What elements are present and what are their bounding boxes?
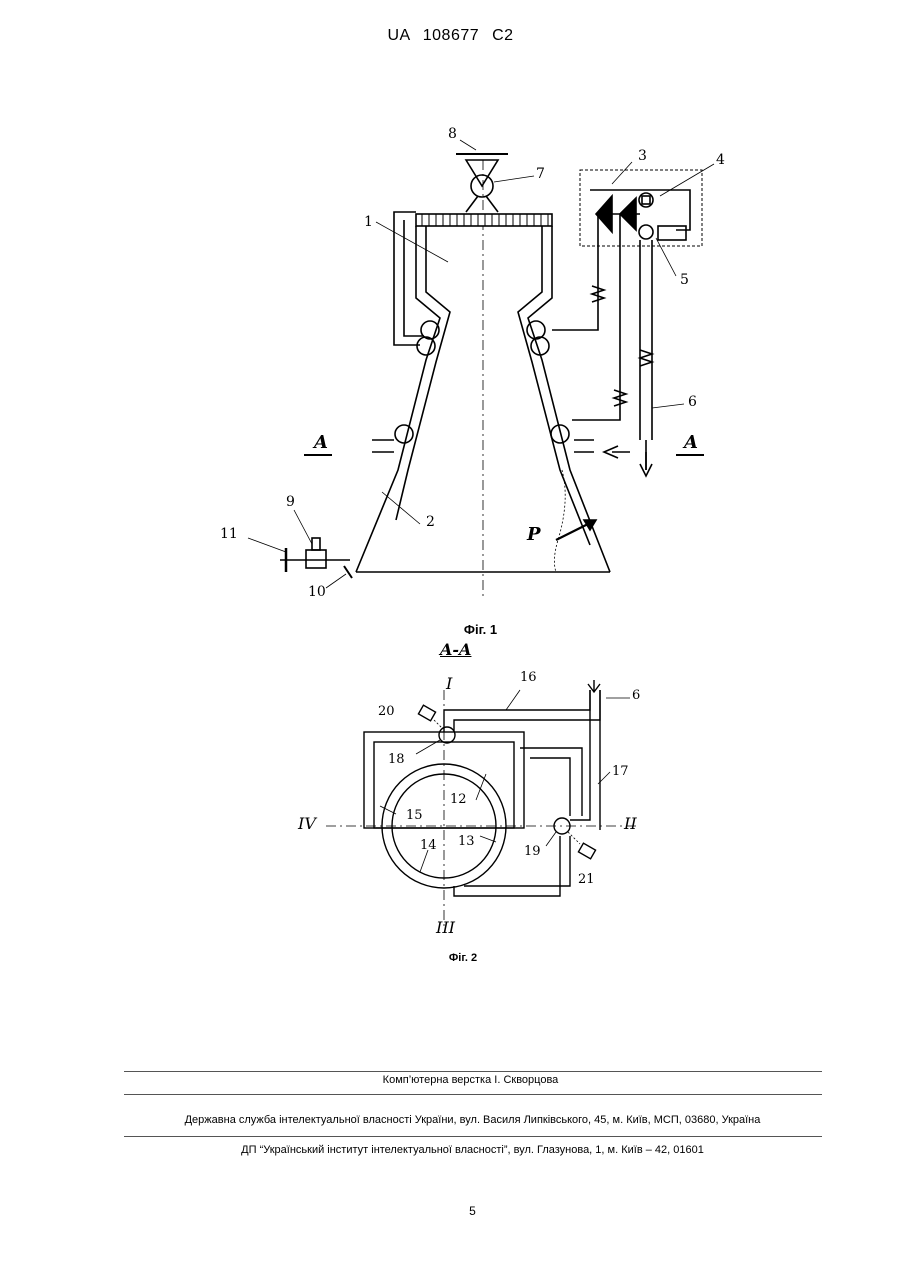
fig1-label-6: 6 bbox=[688, 394, 697, 410]
fig1-label-11: 11 bbox=[220, 526, 238, 542]
roman-III: III bbox=[436, 918, 455, 937]
roman-II: II bbox=[624, 814, 637, 833]
force-label: P bbox=[527, 524, 541, 545]
fig1-label-1: 1 bbox=[364, 214, 373, 230]
section-mark-left: A bbox=[314, 432, 328, 453]
fig1-label-9: 9 bbox=[286, 494, 295, 510]
footer-agency: Державна служба інтелектуальної власност… bbox=[22, 1114, 901, 1126]
fig1-label-2: 2 bbox=[426, 514, 435, 530]
fig1-label-8: 8 bbox=[448, 126, 457, 142]
roman-IV: IV bbox=[298, 814, 316, 833]
fig2-label-20: 20 bbox=[378, 704, 395, 719]
figure-2-caption: Фіг. 2 bbox=[0, 952, 901, 964]
section-mark-right: A bbox=[684, 432, 698, 453]
section-aa-title: A-A bbox=[440, 640, 471, 659]
fig1-label-7: 7 bbox=[536, 166, 545, 182]
fig2-label-16: 16 bbox=[520, 670, 537, 685]
fig1-label-3: 3 bbox=[638, 148, 647, 164]
fig2-label-6: 6 bbox=[632, 688, 640, 703]
fig1-label-5: 5 bbox=[680, 272, 689, 288]
roman-I: I bbox=[446, 674, 452, 693]
fig2-label-21: 21 bbox=[578, 872, 595, 887]
figure-1-caption: Фіг. 1 bbox=[0, 622, 901, 637]
fig2-label-12: 12 bbox=[450, 792, 467, 807]
footer-rule-1 bbox=[124, 1071, 822, 1072]
footer-rule-2 bbox=[124, 1094, 822, 1095]
footer-composer: Комп’ютерна верстка І. Скворцова bbox=[20, 1074, 901, 1086]
fig2-label-19: 19 bbox=[524, 844, 541, 859]
page-number: 5 bbox=[0, 1204, 901, 1218]
figure-1-drawing bbox=[0, 0, 901, 640]
fig2-label-14: 14 bbox=[420, 838, 437, 853]
fig2-label-17: 17 bbox=[612, 764, 629, 779]
fig1-label-10: 10 bbox=[308, 584, 326, 600]
fig2-label-13: 13 bbox=[458, 834, 475, 849]
fig2-label-15: 15 bbox=[406, 808, 423, 823]
footer-rule-3 bbox=[124, 1136, 822, 1137]
footer-publisher: ДП “Український інститут інтелектуальної… bbox=[22, 1144, 901, 1156]
fig1-label-4: 4 bbox=[716, 152, 725, 168]
fig2-label-18: 18 bbox=[388, 752, 405, 767]
